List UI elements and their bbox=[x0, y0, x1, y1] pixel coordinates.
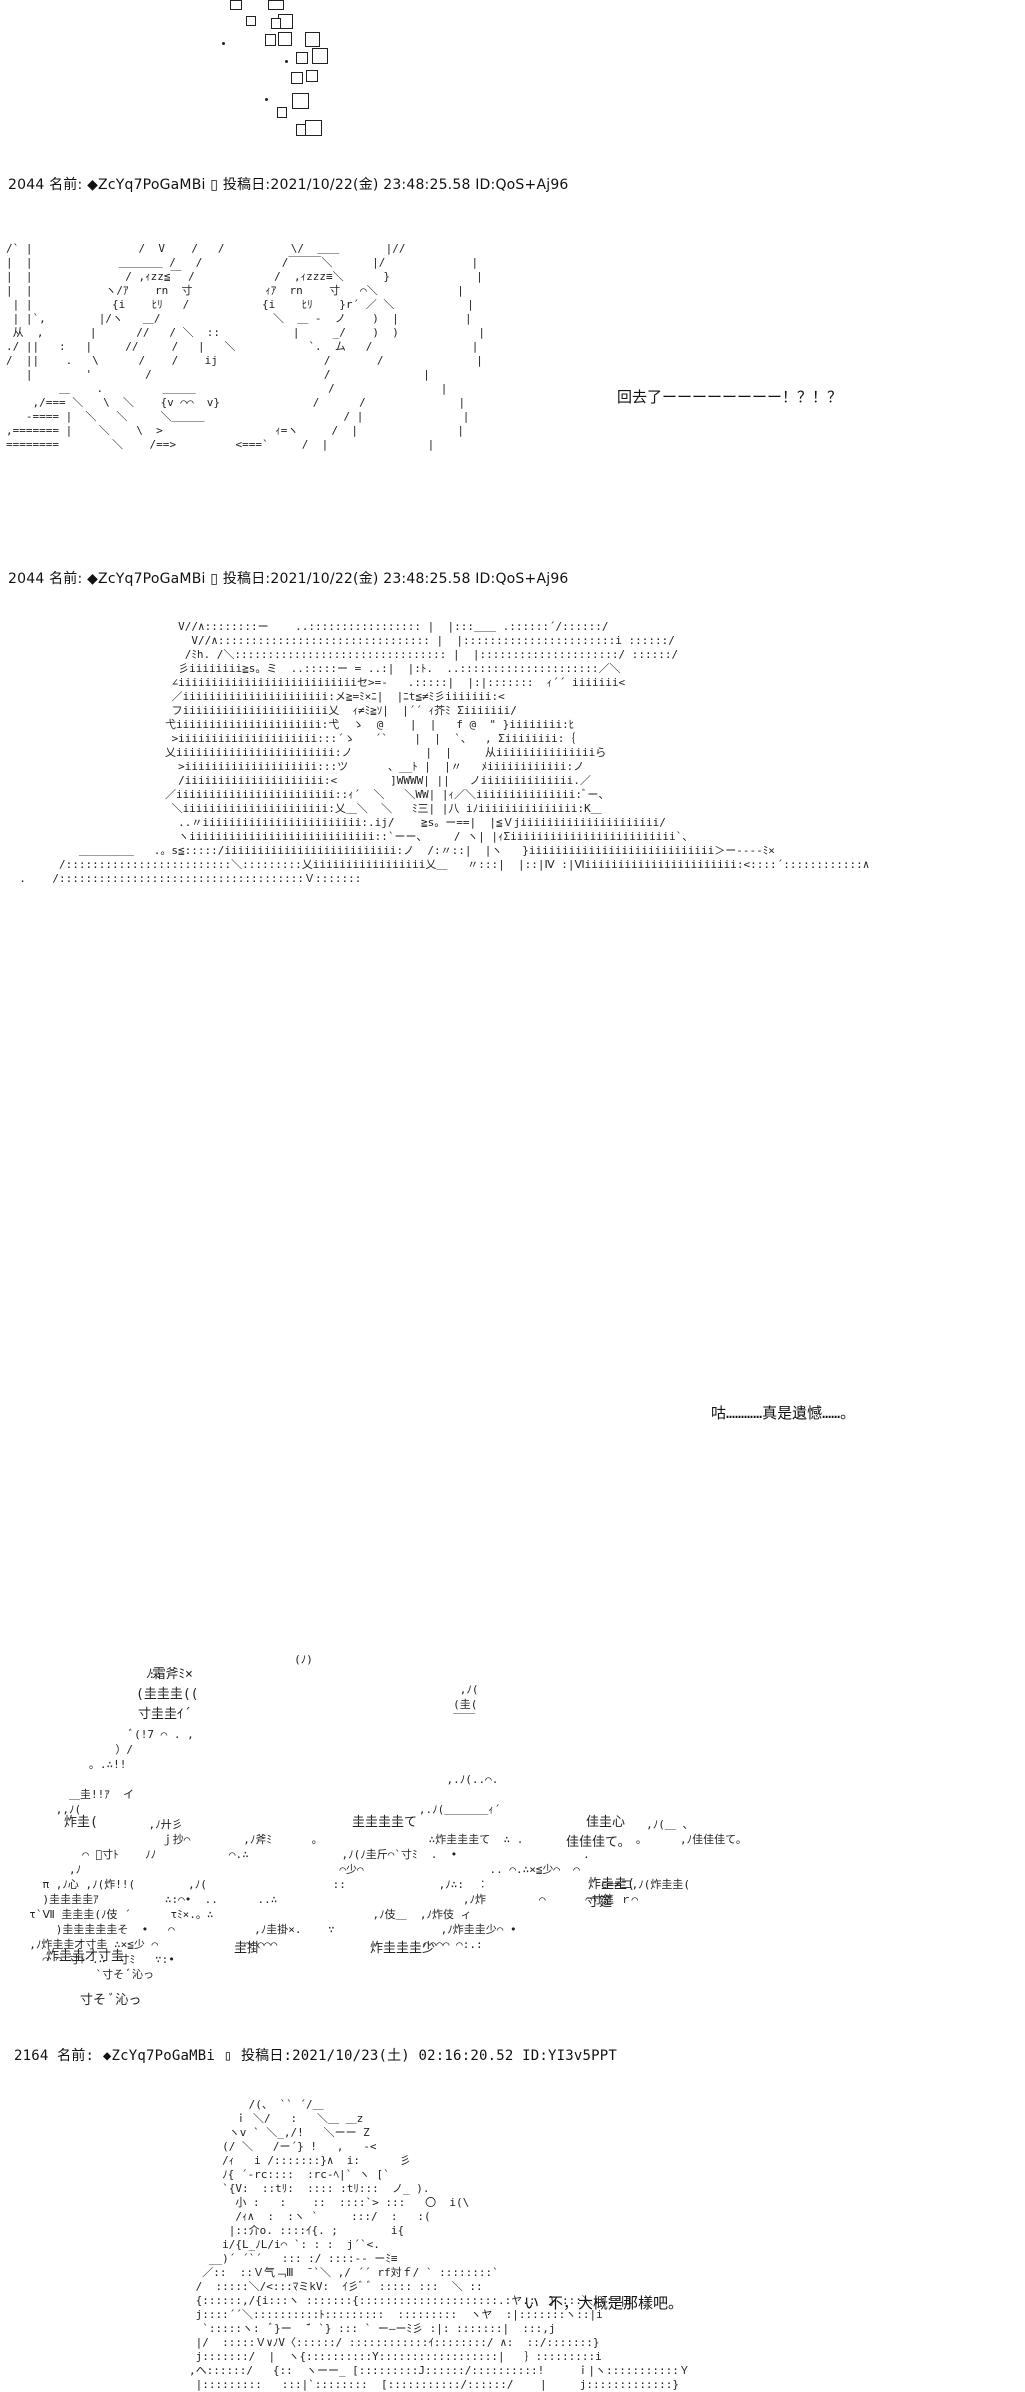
name-label: 名前: bbox=[49, 571, 83, 587]
ascii-art-two-characters: V//∧::::::::ー ..::::::::::::::::: | |:::… bbox=[6, 620, 869, 2391]
tripcode: ◆ZcYq7PoGaMBi bbox=[102, 2048, 216, 2064]
post-number: 2044 bbox=[8, 177, 45, 193]
tripcode: ◆ZcYq7PoGaMBi bbox=[87, 571, 206, 587]
sfx-text: 圭圭圭圭て bbox=[352, 1815, 418, 1830]
name-label: 名前: bbox=[57, 2048, 95, 2064]
ascii-art-explosion-scatter: (ﾉ) :: ,ﾉ( (圭( bbox=[29, 1653, 747, 1981]
dialogue-text: 咕…………真是遺憾……。 bbox=[711, 1404, 856, 1422]
sfx-text: 佳圭心 bbox=[586, 1815, 626, 1830]
name-label: 名前: bbox=[49, 177, 83, 193]
post-number: 2044 bbox=[8, 571, 45, 587]
post-date: 2021/10/22(金) 23:48:25.58 bbox=[270, 571, 471, 587]
dialogue-text: 回去了ーーーーーーーー！？！？ bbox=[617, 388, 843, 406]
sfx-text: ﾉ霜斧ﾐ× bbox=[146, 1667, 193, 1682]
date-label: 投稿日: bbox=[222, 571, 271, 587]
dialogue-text: い 不，大概是那樣吧。 bbox=[524, 2294, 684, 2312]
date-label: 投稿日: bbox=[222, 177, 271, 193]
date-label: 投稿日: bbox=[240, 2048, 293, 2064]
tripcode: ◆ZcYq7PoGaMBi bbox=[87, 177, 206, 193]
square-icon: ▯ bbox=[223, 2048, 233, 2064]
sfx-text: 佳佳佳て。 bbox=[566, 1835, 631, 1850]
sfx-text: 炸圭( bbox=[64, 1815, 98, 1830]
post-number: 2164 bbox=[14, 2048, 49, 2064]
square-icon: ▯ bbox=[210, 177, 219, 193]
post-id: ID:YI3v5PPT bbox=[522, 2048, 618, 2064]
post-date: 2021/10/23(土) 02:16:20.52 bbox=[292, 2048, 514, 2064]
post-date: 2021/10/22(金) 23:48:25.58 bbox=[270, 177, 471, 193]
post-header: 2044 名前: ◆ZcYq7PoGaMBi ▯ 投稿日:2021/10/22(… bbox=[8, 568, 569, 588]
bubble-decoration bbox=[0, 0, 400, 140]
post-id: ID:QoS+Aj96 bbox=[475, 177, 569, 193]
post-header: 2044 名前: ◆ZcYq7PoGaMBi ▯ 投稿日:2021/10/22(… bbox=[8, 174, 569, 194]
square-icon: ▯ bbox=[210, 571, 219, 587]
ascii-art-thinking-character: /(、 `` ´/＿ ｉ ＼/ : ＼＿ ＿z ヽv ` ＼_,/! ＼ーー Z… bbox=[188, 2098, 690, 2391]
sfx-text: 寸そ ﾞ沁っ bbox=[80, 1993, 142, 2008]
ascii-art-surprised-faces: /` | / V / / \/ ＿＿ |// | | ＿＿＿＿ / / /￣￣￣… bbox=[6, 242, 485, 451]
post-id: ID:QoS+Aj96 bbox=[475, 571, 569, 587]
sfx-text: (圭圭圭(( bbox=[136, 1687, 199, 1702]
sfx-text: 寸圭圭ｲ´ bbox=[138, 1707, 192, 1722]
post-header: 2164 名前: ◆ZcYq7PoGaMBi ▯ 投稿日:2021/10/23(… bbox=[14, 2049, 617, 2063]
